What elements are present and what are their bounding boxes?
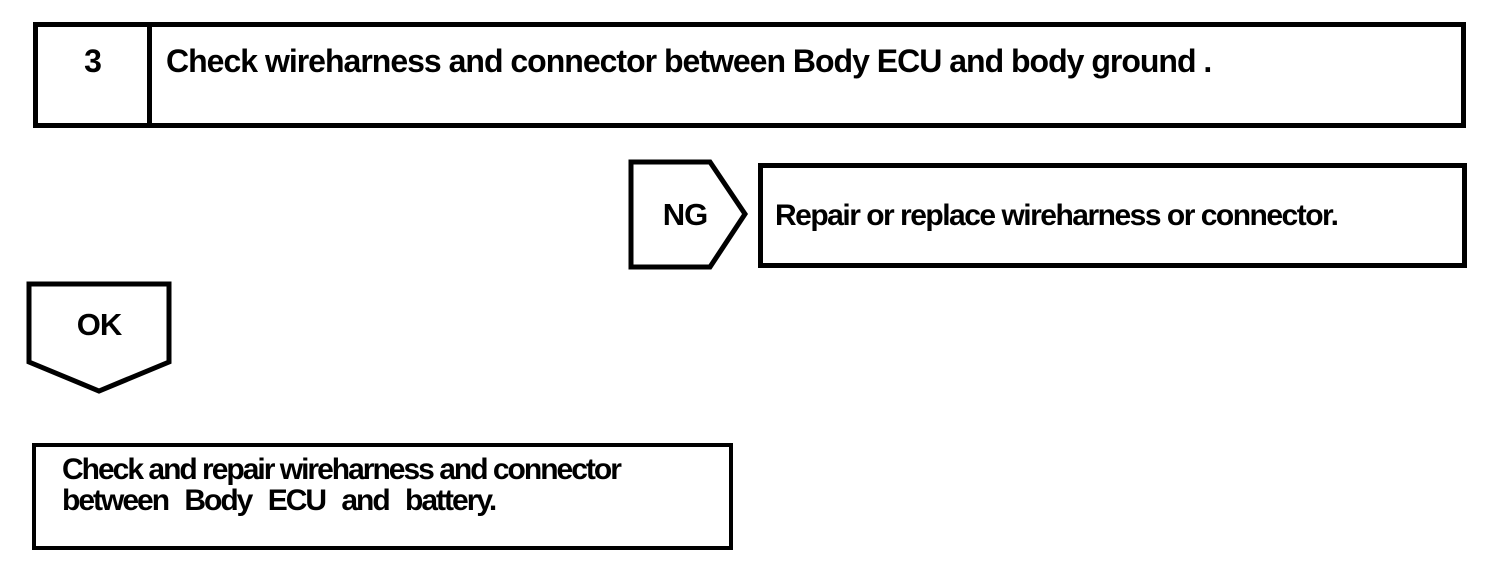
ok-action-box: Check and repair wireharness and connect… — [32, 443, 733, 550]
ng-pentagon-icon — [628, 159, 748, 270]
step-box: 3 Check wireharness and connector betwee… — [33, 22, 1466, 128]
ok-pentagon-icon — [26, 281, 172, 394]
step-title: Check wireharness and connector between … — [166, 43, 1212, 79]
ng-action-box: Repair or replace wireharness or connect… — [758, 163, 1467, 268]
ng-action-text: Repair or replace wireharness or connect… — [775, 198, 1339, 232]
ng-connector: NG — [628, 159, 748, 270]
ok-connector: OK — [26, 281, 172, 394]
ok-label: OK — [76, 307, 123, 342]
step-number: 3 — [38, 27, 152, 123]
ng-label: NG — [662, 196, 709, 232]
ok-action-line1: Check and repair wireharness and connect… — [62, 453, 622, 486]
ok-action-line2: between Body ECU and battery. — [62, 484, 497, 517]
